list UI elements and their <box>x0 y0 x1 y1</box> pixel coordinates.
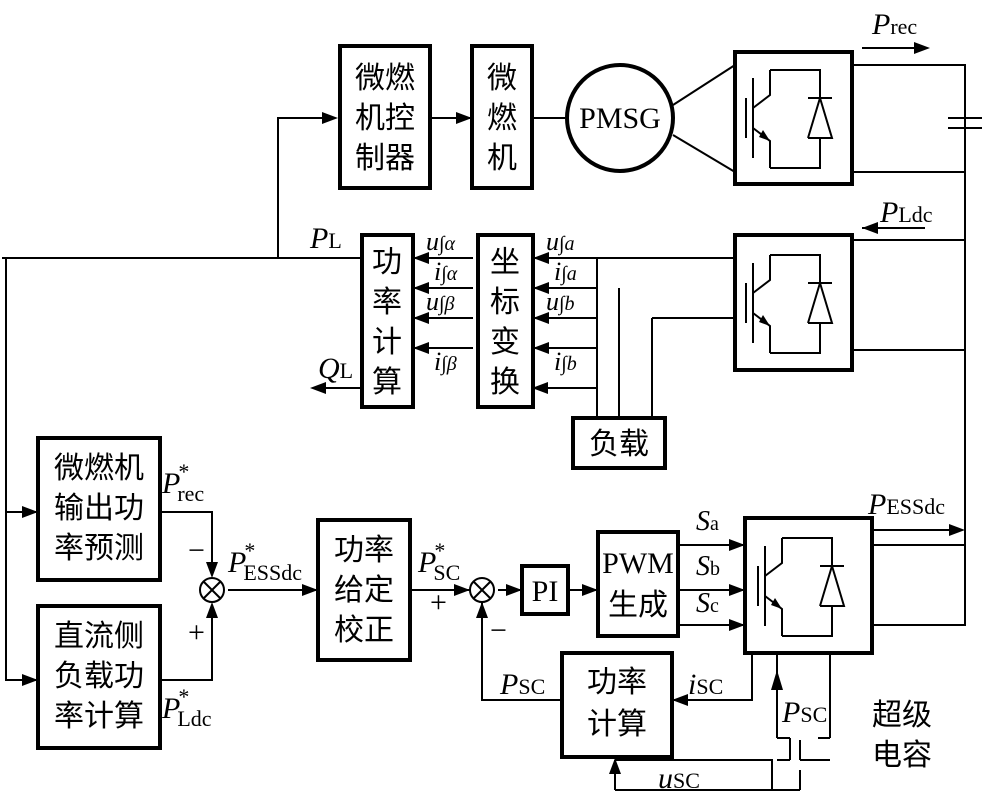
dc-load-power-calc: 直流侧 负载功 率计算 <box>36 604 162 750</box>
mt-line2: 燃 <box>487 101 517 136</box>
arrowheads <box>22 42 965 774</box>
supercap-1: 超级 <box>872 698 932 733</box>
label-p-sc-ref: P*SC <box>417 538 460 585</box>
label-u-beta: u∫β <box>426 287 454 316</box>
dc-load-2: 负载功 <box>54 659 144 694</box>
label-p-ldc-ref: P*Ldc <box>161 684 212 731</box>
label-p-sc-cap: PSC <box>781 696 827 729</box>
dc-load-3: 率计算 <box>54 699 144 734</box>
coord-4: 换 <box>490 365 520 400</box>
label-p-rec: Prec <box>871 8 917 41</box>
summing-junction-left <box>199 577 225 603</box>
sign-plus-right: + <box>430 586 447 619</box>
cal-1: 功率 <box>334 533 394 568</box>
sign-minus-right: − <box>490 614 507 647</box>
mt-ctrl-line1: 微燃 <box>355 61 415 96</box>
sign-plus-left: + <box>188 616 205 649</box>
label-i-a: i∫a <box>554 257 577 286</box>
mt-output-prediction: 微燃机 输出功 率预测 <box>36 436 162 582</box>
label-p-rec-ref: P*rec <box>161 459 204 506</box>
label-p-ldc: PLdc <box>879 196 933 229</box>
power-calc-top: 功 率 计 算 <box>360 233 415 409</box>
pi-label: PI <box>532 575 559 608</box>
label-s-a: Sa <box>696 506 719 537</box>
mt-ctrl-line3: 制器 <box>355 141 415 176</box>
coord-2: 标 <box>490 285 520 320</box>
coordinate-transform: 坐 标 变 换 <box>476 233 535 409</box>
cal-3: 校正 <box>334 613 394 648</box>
label-s-c: Sc <box>696 588 719 619</box>
label-s-b: Sb <box>696 551 720 582</box>
mt-line3: 机 <box>487 141 517 176</box>
power-calc-bottom: 功率 计算 <box>560 651 674 759</box>
power-reference-correction: 功率 给定 校正 <box>316 518 412 662</box>
microturbine: 微 燃 机 <box>470 44 534 190</box>
pc-top-2: 率 <box>372 285 402 320</box>
ess-converter <box>743 516 874 655</box>
mt-pred-1: 微燃机 <box>54 451 144 486</box>
pc-bot-1: 功率 <box>587 665 647 700</box>
load-label: 负载 <box>589 427 649 462</box>
rectifier-converter <box>733 50 854 186</box>
mt-ctrl-line2: 机控 <box>355 101 415 136</box>
pmsg-label: PMSG <box>579 102 661 135</box>
coord-1: 坐 <box>490 245 520 280</box>
cal-2: 给定 <box>334 573 394 608</box>
signal-labels: Prec PLdc PL QL u∫α i∫α u∫β i∫β u∫a i∫a … <box>161 8 945 795</box>
pc-bot-2: 计算 <box>587 707 647 742</box>
pwm-line2: 生成 <box>608 588 668 623</box>
pc-top-4: 算 <box>372 365 402 400</box>
load-block: 负载 <box>571 416 667 470</box>
label-u-a: u∫a <box>546 227 574 256</box>
supercapacitor-label: 超级 电容 <box>872 698 932 773</box>
pi-controller: PI <box>520 564 570 616</box>
summing-junction-right <box>469 577 495 603</box>
label-p-essdc-ref: P*ESSdc <box>227 538 302 585</box>
microturbine-controller: 微燃 机控 制器 <box>338 44 432 190</box>
supercap-2: 电容 <box>872 738 932 773</box>
label-u-alpha: u∫α <box>426 227 455 256</box>
mt-line1: 微 <box>487 61 517 96</box>
label-p-sc-feedback: PSC <box>499 668 545 701</box>
label-p-essdc: PESSdc <box>867 488 945 521</box>
pwm-generator: PWM 生成 <box>596 530 680 638</box>
mt-pred-3: 率预测 <box>54 531 144 566</box>
label-i-alpha: i∫α <box>434 257 458 286</box>
label-p-l: PL <box>309 222 342 255</box>
label-i-sc: iSC <box>688 668 723 701</box>
label-i-beta: i∫β <box>434 347 457 376</box>
pc-top-3: 计 <box>372 325 402 360</box>
mt-pred-2: 输出功 <box>54 491 144 526</box>
dc-load-1: 直流侧 <box>54 619 144 654</box>
load-converter <box>733 233 854 372</box>
label-i-b: i∫b <box>554 347 577 376</box>
pc-top-1: 功 <box>372 245 402 280</box>
label-u-sc: uSC <box>658 762 700 795</box>
pwm-line1: PWM <box>602 547 674 580</box>
coord-3: 变 <box>490 325 520 360</box>
label-u-b: u∫b <box>546 287 574 316</box>
pmsg-generator: PMSG <box>565 63 675 173</box>
sign-minus-left: − <box>188 534 205 567</box>
label-q-l: QL <box>318 352 353 385</box>
